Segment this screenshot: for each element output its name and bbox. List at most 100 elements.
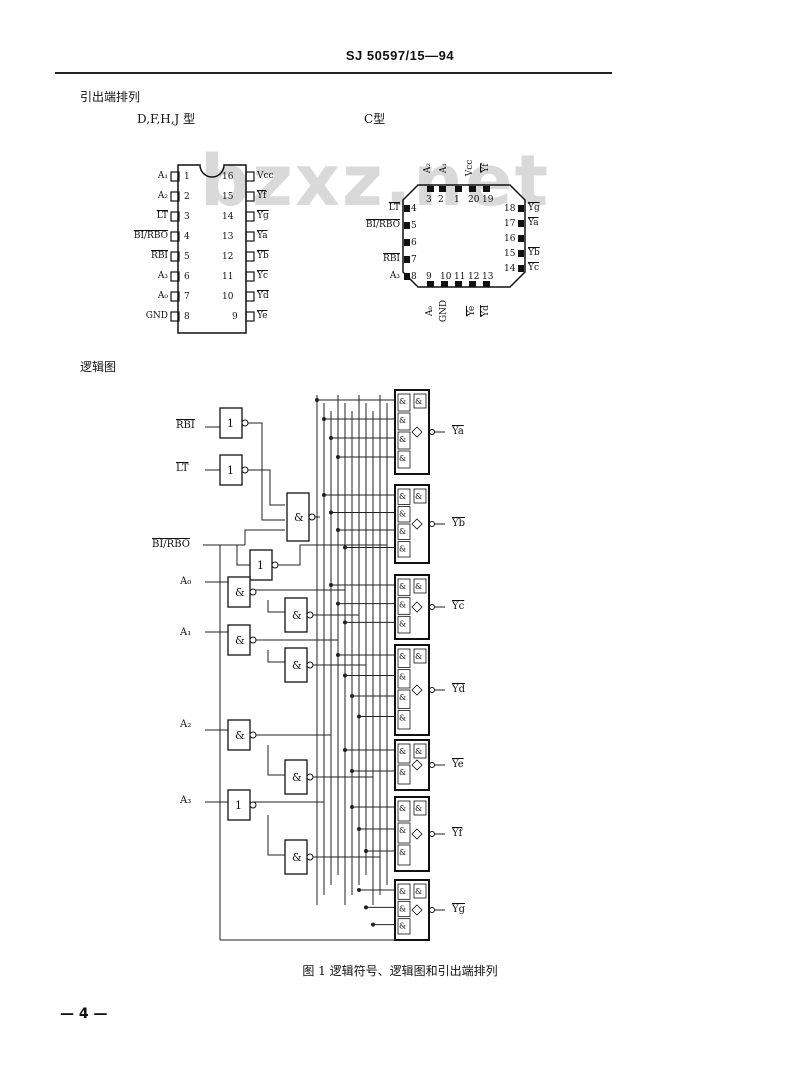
c-pin-number-6: 6 xyxy=(411,238,417,248)
dip-pin-number-9: 9 xyxy=(232,312,238,322)
svg-text:&: & xyxy=(399,435,406,444)
c-pin-number-14: 14 xyxy=(504,264,516,274)
logic-input-label-5: A₂ xyxy=(180,719,192,730)
dip-pin-4 xyxy=(170,231,180,242)
logic-input-label-6: A₃ xyxy=(180,795,192,806)
svg-text:&: & xyxy=(399,527,406,536)
dip-pin-number-13: 13 xyxy=(222,232,234,242)
svg-text:&: & xyxy=(399,714,406,723)
c-pin-number-19: 19 xyxy=(482,195,494,205)
c-pin-number-16: 16 xyxy=(504,234,516,244)
c-package-body xyxy=(402,184,526,288)
svg-text:&: & xyxy=(399,652,406,661)
dip-pin-number-14: 14 xyxy=(222,212,234,222)
svg-text:&: & xyxy=(399,416,406,425)
dip-pin-6 xyxy=(170,271,180,282)
svg-text:&: & xyxy=(415,652,422,661)
output-label-Yc: Yc xyxy=(452,601,465,612)
dip-pin-number-15: 15 xyxy=(222,192,234,202)
c-package-title: C型 xyxy=(364,112,386,126)
logic-gates: 11&1&&&1&&&&&&&&&&&&&&&&&&&&&&&&&&&&&&&&… xyxy=(219,389,435,941)
c-bottom-label-1: GND xyxy=(439,299,449,323)
output-label-Yd: Yd xyxy=(452,684,466,695)
svg-text:&: & xyxy=(415,747,422,756)
dip-pin-8 xyxy=(170,311,180,322)
dip-pin-label-11: Yc xyxy=(257,271,268,281)
dip-pin-10 xyxy=(245,291,255,302)
c-pin-number-12: 12 xyxy=(468,272,480,282)
figure-caption: 图 1 逻辑符号、逻辑图和引出端排列 xyxy=(302,964,498,978)
c-pin-label-8: A₃ xyxy=(389,271,400,281)
c-bottom-label-0: A₀ xyxy=(425,305,435,317)
c-pad-bottom-11 xyxy=(455,281,462,287)
c-pad-top-20 xyxy=(469,186,476,192)
dip-pin-label-10: Yd xyxy=(257,291,269,301)
dip-pin-number-2: 2 xyxy=(184,192,190,202)
dip-pin-3 xyxy=(170,211,180,222)
svg-text:&: & xyxy=(399,747,406,756)
dip-pin-label-14: Yg xyxy=(257,211,269,221)
c-pad-right-17 xyxy=(518,220,524,227)
c-pad-bottom-9 xyxy=(427,281,434,287)
dip-pin-number-6: 6 xyxy=(184,272,190,282)
c-pad-top-2 xyxy=(439,186,446,192)
svg-text:&: & xyxy=(415,492,422,501)
dip-pin-number-11: 11 xyxy=(222,272,234,282)
dip-pin-number-4: 4 xyxy=(184,232,190,242)
c-pin-label-18: Yg xyxy=(528,203,540,213)
dip-pin-label-1: A₁ xyxy=(157,171,168,181)
c-pin-label-7: RBI xyxy=(383,254,400,264)
dip-pin-label-13: Ya xyxy=(257,231,268,241)
dip-pin-13 xyxy=(245,231,255,242)
dip-pin-7 xyxy=(170,291,180,302)
c-bottom-label-3: Yd xyxy=(481,305,491,317)
c-top-label-1: A₁ xyxy=(439,162,449,174)
c-pin-number-17: 17 xyxy=(504,219,516,229)
pinout-section-title: 引出端排列 xyxy=(80,90,141,104)
c-pad-bottom-12 xyxy=(469,281,476,287)
svg-text:&: & xyxy=(399,673,406,682)
svg-text:&: & xyxy=(399,826,406,835)
dip-pin-2 xyxy=(170,191,180,202)
svg-text:&: & xyxy=(399,510,406,519)
c-pin-label-4: LT xyxy=(388,203,400,213)
output-label-Yf: Yf xyxy=(452,828,463,839)
c-pin-label-14: Yc xyxy=(528,263,539,273)
c-pin-number-1: 1 xyxy=(454,195,460,205)
output-label-Yg: Yg xyxy=(452,904,466,915)
dip-pin-number-8: 8 xyxy=(184,312,190,322)
svg-text:&: & xyxy=(399,582,406,591)
c-pad-left-4 xyxy=(404,205,410,212)
c-pin-number-20: 20 xyxy=(468,195,480,205)
svg-text:&: & xyxy=(292,609,302,622)
c-pad-top-3 xyxy=(427,186,434,192)
dip-pin-number-10: 10 xyxy=(222,292,234,302)
logic-input-label-4: A₁ xyxy=(180,627,192,638)
svg-text:&: & xyxy=(415,582,422,591)
c-pin-label-15: Yb xyxy=(528,248,540,258)
dip-pin-label-3: LT xyxy=(156,211,168,221)
logic-input-label-0: RBI xyxy=(176,420,195,431)
logic-section-title: 逻辑图 xyxy=(80,360,117,374)
c-pin-number-11: 11 xyxy=(454,272,466,282)
dip-pin-label-16: Vcc xyxy=(257,171,274,181)
svg-text:&: & xyxy=(399,397,406,406)
c-pad-right-18 xyxy=(518,205,524,212)
c-pad-bottom-13 xyxy=(483,281,490,287)
svg-text:&: & xyxy=(399,768,406,777)
c-pin-number-7: 7 xyxy=(411,255,417,265)
svg-text:&: & xyxy=(292,659,302,672)
svg-text:&: & xyxy=(235,586,245,599)
svg-text:&: & xyxy=(399,619,406,628)
output-label-Ya: Ya xyxy=(452,426,464,437)
svg-text:&: & xyxy=(292,851,302,864)
c-pad-top-1 xyxy=(455,186,462,192)
svg-text:&: & xyxy=(399,922,406,931)
c-pin-number-5: 5 xyxy=(411,221,417,231)
dip-package-body xyxy=(170,164,255,334)
svg-text:&: & xyxy=(399,601,406,610)
dip-pin-label-6: A₃ xyxy=(157,271,168,281)
c-pin-number-8: 8 xyxy=(411,272,417,282)
page-number: — 4 — xyxy=(60,1006,108,1022)
